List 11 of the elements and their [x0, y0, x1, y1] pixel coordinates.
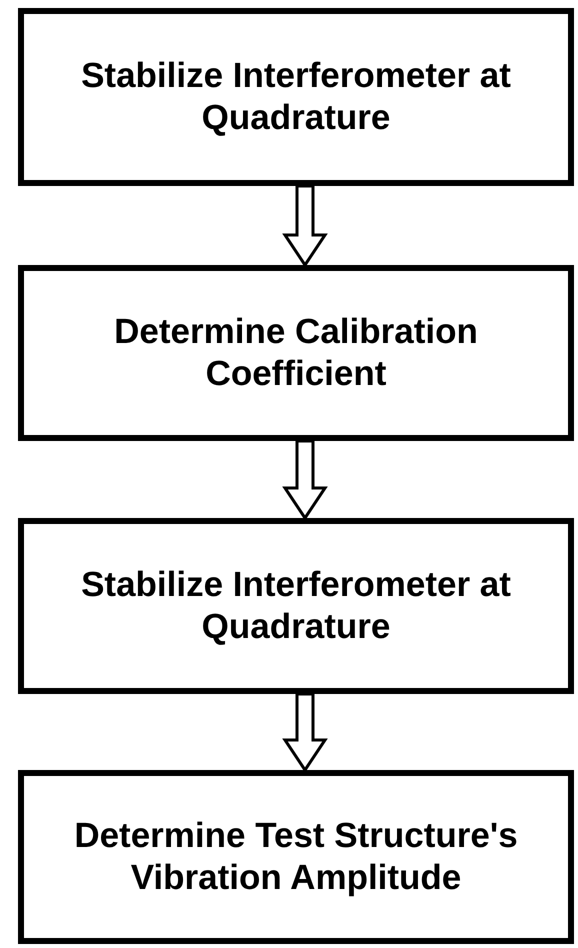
box-label: Determine Test Structure's Vibration Amplitude: [73, 815, 519, 899]
process-box: [18, 518, 574, 694]
process-box: [18, 8, 574, 186]
box-label: Stabilize Interferometer at Quadrature: [80, 564, 512, 648]
box-label: Determine Calibration Coefficient: [113, 311, 479, 395]
box-label: Stabilize Interferometer at Quadrature: [80, 55, 512, 139]
hollow-arrow: [282, 184, 328, 268]
hollow-arrow: [282, 692, 328, 773]
process-box: [18, 265, 574, 441]
hollow-arrow: [282, 440, 328, 521]
process-box: [18, 770, 574, 944]
